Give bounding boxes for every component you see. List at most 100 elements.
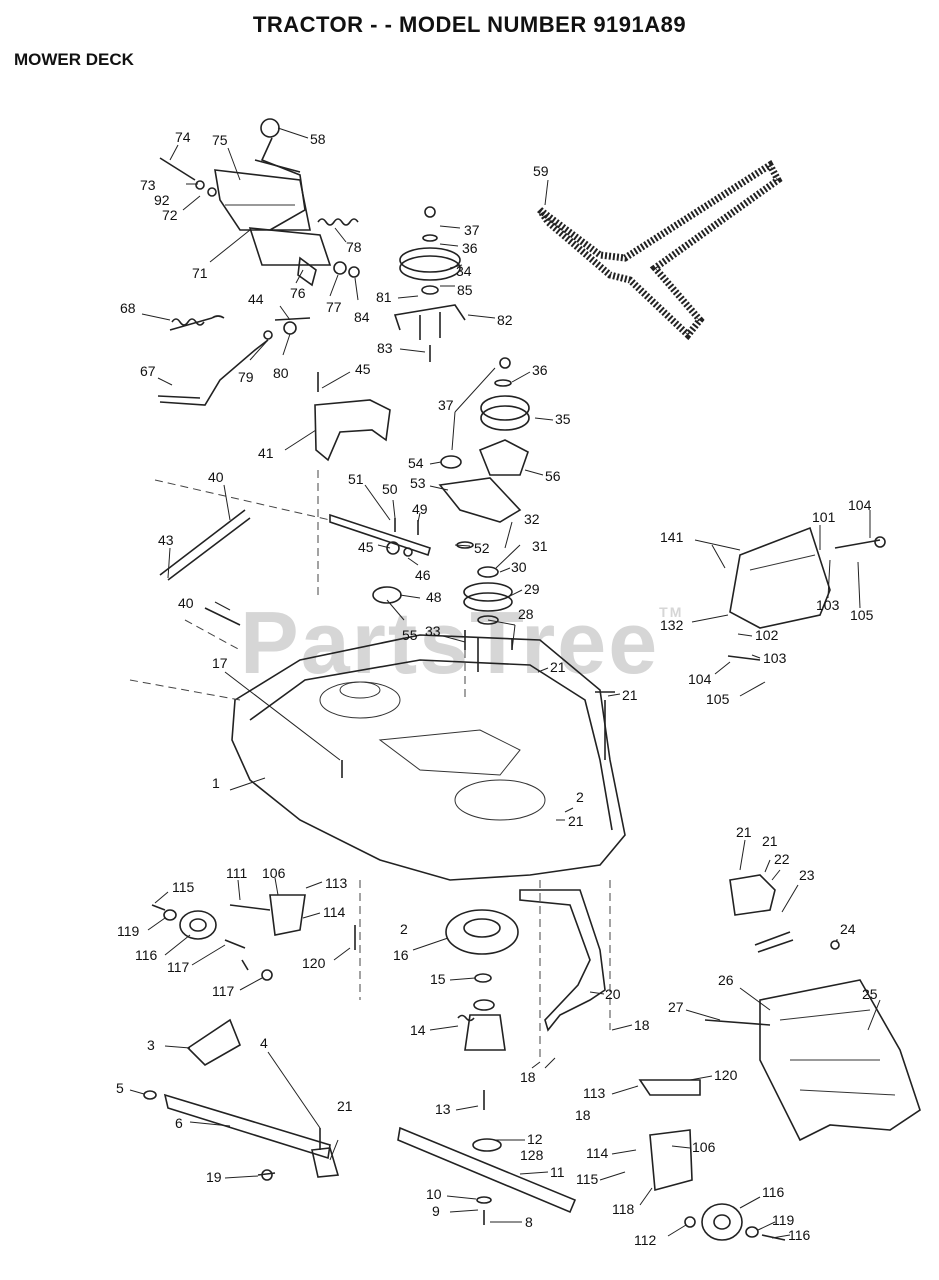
callout-label: 14 [410,1022,426,1038]
callout-label: 23 [799,867,815,883]
callout-label: 106 [262,865,286,881]
callout-label: 59 [533,163,549,179]
callout-label: 30 [511,559,527,575]
callout-label: 51 [348,471,364,487]
callout-label: 83 [377,340,393,356]
callout-label: 52 [474,540,490,556]
callout-label: 2 [576,789,584,805]
callout-label: 20 [605,986,621,1002]
section-title: MOWER DECK [14,50,134,69]
callout-label: 106 [692,1139,716,1155]
callout-label: 15 [430,971,446,987]
callout-label: 40 [208,469,224,485]
callout-label: 55 [402,627,418,643]
callout-label: 54 [408,455,424,471]
callout-label: 8 [525,1214,533,1230]
callout-label: 22 [774,851,790,867]
callout-label: 103 [763,650,787,666]
callout-label: 43 [158,532,174,548]
callout-label: 3 [147,1037,155,1053]
callout-label: 11 [550,1164,565,1180]
callout-label: 68 [120,300,136,316]
callout-label: 21 [762,833,778,849]
callout-label: 21 [568,813,584,829]
callout-label: 80 [273,365,289,381]
callout-label: 18 [634,1017,650,1033]
callout-label: 120 [302,955,326,971]
callout-label: 34 [456,263,472,279]
callout-label: 25 [862,986,878,1002]
callout-label: 44 [248,291,264,307]
callout-label: 78 [346,239,362,255]
callout-label: 115 [172,879,195,895]
callout-label: 116 [762,1184,785,1200]
callout-label: 79 [238,369,254,385]
callout-label: 33 [425,623,441,639]
callout-label: 45 [355,361,371,377]
callout-label: 36 [532,362,548,378]
callout-label: 58 [310,131,326,147]
callout-label: 49 [412,501,428,517]
callout-label: 117 [212,983,235,999]
callout-label: 56 [545,468,561,484]
callout-label: 41 [258,445,274,461]
callout-label: 9 [432,1203,440,1219]
callout-label: 119 [117,923,140,939]
callout-label: 10 [426,1186,442,1202]
callout-label: 104 [688,671,712,687]
callout-label: 4 [260,1035,268,1051]
callout-label: 35 [555,411,571,427]
callout-label: 40 [178,595,194,611]
callout-label: 128 [520,1147,544,1163]
callout-label: 104 [848,497,872,513]
callout-label: 141 [660,529,684,545]
callout-label: 105 [850,607,874,623]
callout-label: 120 [714,1067,738,1083]
callout-label: 21 [622,687,638,703]
callout-label: 12 [527,1131,543,1147]
callout-label: 26 [718,972,734,988]
callout-labels: 1 2 2 3 4 5 6 8 9 10 11 12 128 13 14 15 … [116,127,881,1248]
callout-label: 102 [755,627,779,643]
callout-label: 101 [812,509,836,525]
callout-label: 71 [192,265,208,281]
callout-label: 31 [532,538,548,554]
callout-label: 28 [518,606,534,622]
callout-label: 16 [393,947,409,963]
callout-label: 82 [497,312,513,328]
callout-label: 77 [326,299,342,315]
callout-label: 21 [337,1098,353,1114]
watermark: PartsTreeTM [240,593,684,692]
callout-label: 45 [358,539,374,555]
callout-label: 21 [736,824,752,840]
callout-label: 118 [612,1201,635,1217]
callout-label: 72 [162,207,178,223]
callout-label: 53 [410,475,426,491]
callout-label: 18 [520,1069,536,1085]
callout-label: 17 [212,655,228,671]
callout-label: 113 [325,875,348,891]
callout-label: 114 [586,1145,609,1161]
callout-label: 37 [464,222,480,238]
callout-label: 84 [354,309,370,325]
callout-label: 6 [175,1115,183,1131]
callout-label: 114 [323,904,346,920]
callout-label: 46 [415,567,431,583]
callout-label: 119 [772,1212,795,1228]
callout-label: 29 [524,581,540,597]
callout-label: 19 [206,1169,222,1185]
callout-label: 115 [576,1171,599,1187]
callout-label: 2 [400,921,408,937]
callout-label: 117 [167,959,190,975]
part-drawings [129,118,921,1241]
callout-label: 50 [382,481,398,497]
callout-label: 112 [634,1232,657,1248]
callout-label: 5 [116,1080,124,1096]
callout-label: 13 [435,1101,451,1117]
callout-label: 81 [376,289,392,305]
callout-label: 36 [462,240,478,256]
callout-label: 75 [212,132,228,148]
callout-label: 74 [175,129,191,145]
callout-label: 105 [706,691,730,707]
